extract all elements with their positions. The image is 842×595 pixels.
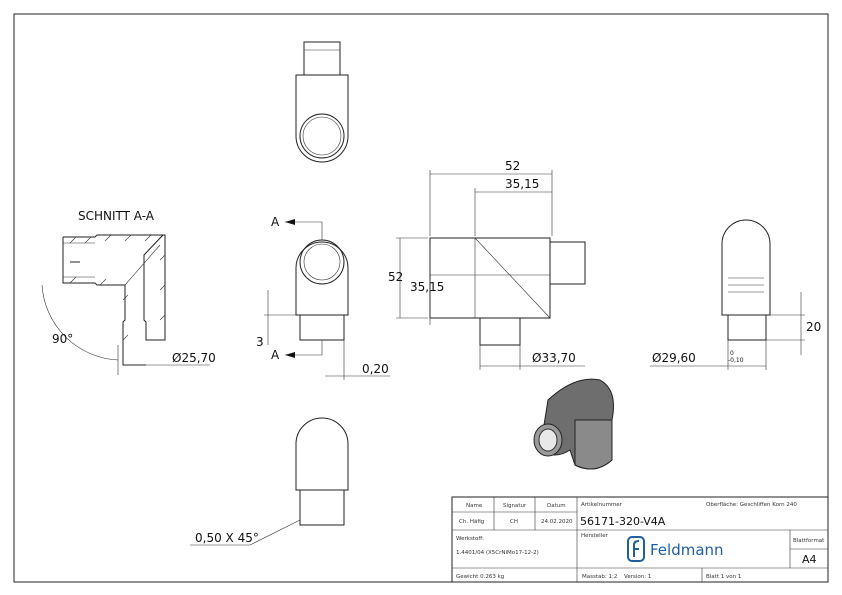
svg-text:1.4401/04 (X5CrNiMo17-12-2): 1.4401/04 (X5CrNiMo17-12-2): [456, 550, 539, 556]
section-title: SCHNITT A-A: [78, 209, 155, 223]
front-view: A A 3 0,20: [256, 215, 390, 380]
svg-text:CH: CH: [510, 519, 518, 525]
svg-text:0: 0: [730, 350, 734, 357]
svg-text:Gewicht 0.263 kg: Gewicht 0.263 kg: [456, 574, 504, 580]
angle-dimension: 90°: [52, 332, 73, 346]
svg-text:Ch. Häfig: Ch. Häfig: [459, 519, 484, 525]
svg-text:3: 3: [256, 335, 264, 349]
svg-text:Blatt 1 von 1: Blatt 1 von 1: [706, 574, 741, 580]
svg-text:Version: 1: Version: 1: [624, 574, 651, 580]
side-diameter: Ø33,70: [532, 351, 576, 365]
svg-text:Hersteller: Hersteller: [581, 533, 609, 539]
svg-text:Name: Name: [466, 503, 483, 509]
svg-text:52: 52: [505, 159, 520, 173]
svg-text:Signatur: Signatur: [503, 503, 527, 509]
svg-text:0,20: 0,20: [362, 362, 389, 376]
bottom-view: 0,50 X 45°: [190, 417, 349, 546]
svg-text:Artikelnummer: Artikelnummer: [581, 502, 623, 508]
article-number: 56171-320-V4A: [580, 515, 666, 528]
svg-text:A: A: [271, 348, 280, 362]
svg-text:A: A: [271, 215, 280, 229]
svg-text:35,15: 35,15: [505, 177, 539, 191]
svg-text:Werkstoff:: Werkstoff:: [456, 536, 484, 542]
right-diameter: Ø29,60: [652, 351, 696, 365]
drawing-frame: [13, 13, 829, 583]
svg-text:24.02.2020: 24.02.2020: [541, 519, 573, 525]
section-view: SCHNITT A-A 90° Ø25,70: [41, 209, 216, 375]
isometric-view: [533, 378, 614, 470]
svg-text:52: 52: [388, 270, 403, 284]
svg-text:Datum: Datum: [547, 503, 566, 509]
top-view: [295, 41, 349, 163]
svg-text:20: 20: [806, 320, 821, 334]
svg-text:-0,10: -0,10: [728, 357, 744, 364]
svg-text:Oberfläche: Geschliffen Korn: Oberfläche: Geschliffen Korn 240: [706, 502, 797, 508]
section-diameter: Ø25,70: [172, 351, 216, 365]
svg-text:Masstab: 1:2: Masstab: 1:2: [582, 574, 617, 580]
svg-text:0,50 X 45°: 0,50 X 45°: [195, 531, 259, 545]
right-view: Ø29,60 0 -0,10 20: [650, 219, 821, 370]
svg-text:A4: A4: [802, 553, 817, 566]
feldmann-logo: Feldmann: [627, 536, 724, 562]
svg-text:Blattformat: Blattformat: [793, 538, 825, 544]
side-view: 52 35,15 52 35,15 Ø33,70: [388, 159, 586, 370]
svg-text:35,15: 35,15: [410, 280, 444, 294]
title-block: Name Signatur Datum Ch. Häfig CH 24.02.2…: [451, 496, 829, 583]
svg-text:Feldmann: Feldmann: [650, 541, 724, 559]
